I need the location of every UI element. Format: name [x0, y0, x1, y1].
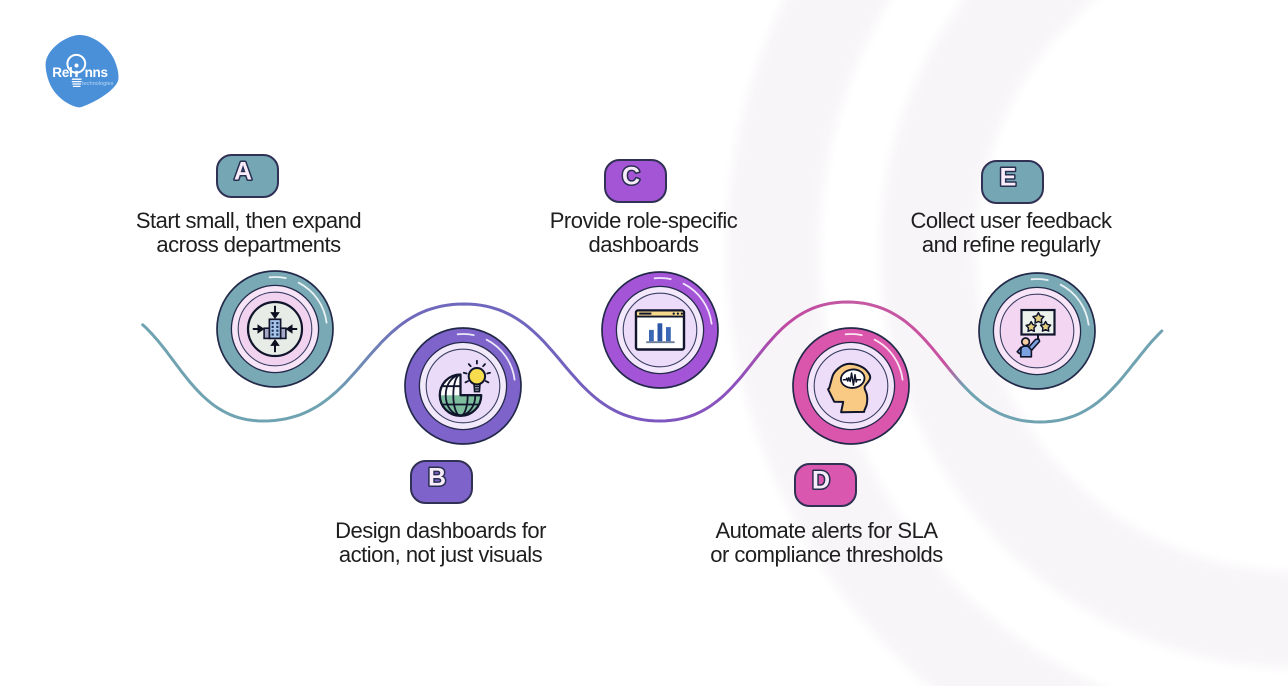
- svg-text:nns: nns: [85, 65, 108, 80]
- svg-text:technologies: technologies: [82, 81, 114, 87]
- svg-text:E: E: [999, 163, 1016, 191]
- svg-text:A: A: [234, 157, 252, 185]
- svg-text:D: D: [811, 467, 829, 495]
- svg-text:C: C: [622, 162, 640, 190]
- svg-text:B: B: [427, 463, 445, 491]
- svg-text:Rel: Rel: [52, 65, 72, 80]
